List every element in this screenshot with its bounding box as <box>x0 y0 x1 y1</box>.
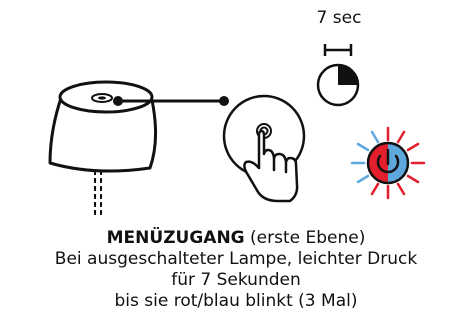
lamp-button <box>91 93 113 103</box>
timer-label: 7 sec <box>316 8 362 28</box>
blink-rays <box>350 126 426 200</box>
caption-line-2: Bei ausgeschalteter Lampe, leichter Druc… <box>54 249 418 269</box>
timer-progress-wedge <box>338 65 358 85</box>
timer-icon <box>316 44 360 107</box>
hand-press-icon <box>222 94 306 203</box>
caption-line-4: bis sie rot/blau blinkt (3 Mal) <box>114 291 358 311</box>
caption-title-suffix: (erste Ebene) <box>244 228 366 248</box>
caption-title: MENÜZUGANG <box>106 228 245 248</box>
connector-line <box>113 96 229 106</box>
duration-bracket <box>323 44 353 56</box>
caption-line-3: für 7 Sekunden <box>171 270 301 290</box>
power-blink-icon <box>350 126 426 200</box>
lamp-cable <box>94 170 102 218</box>
power-symbol <box>376 154 400 174</box>
caption-title-line: MENÜZUGANG (erste Ebene) <box>0 228 472 249</box>
lamp-icon <box>48 80 158 218</box>
